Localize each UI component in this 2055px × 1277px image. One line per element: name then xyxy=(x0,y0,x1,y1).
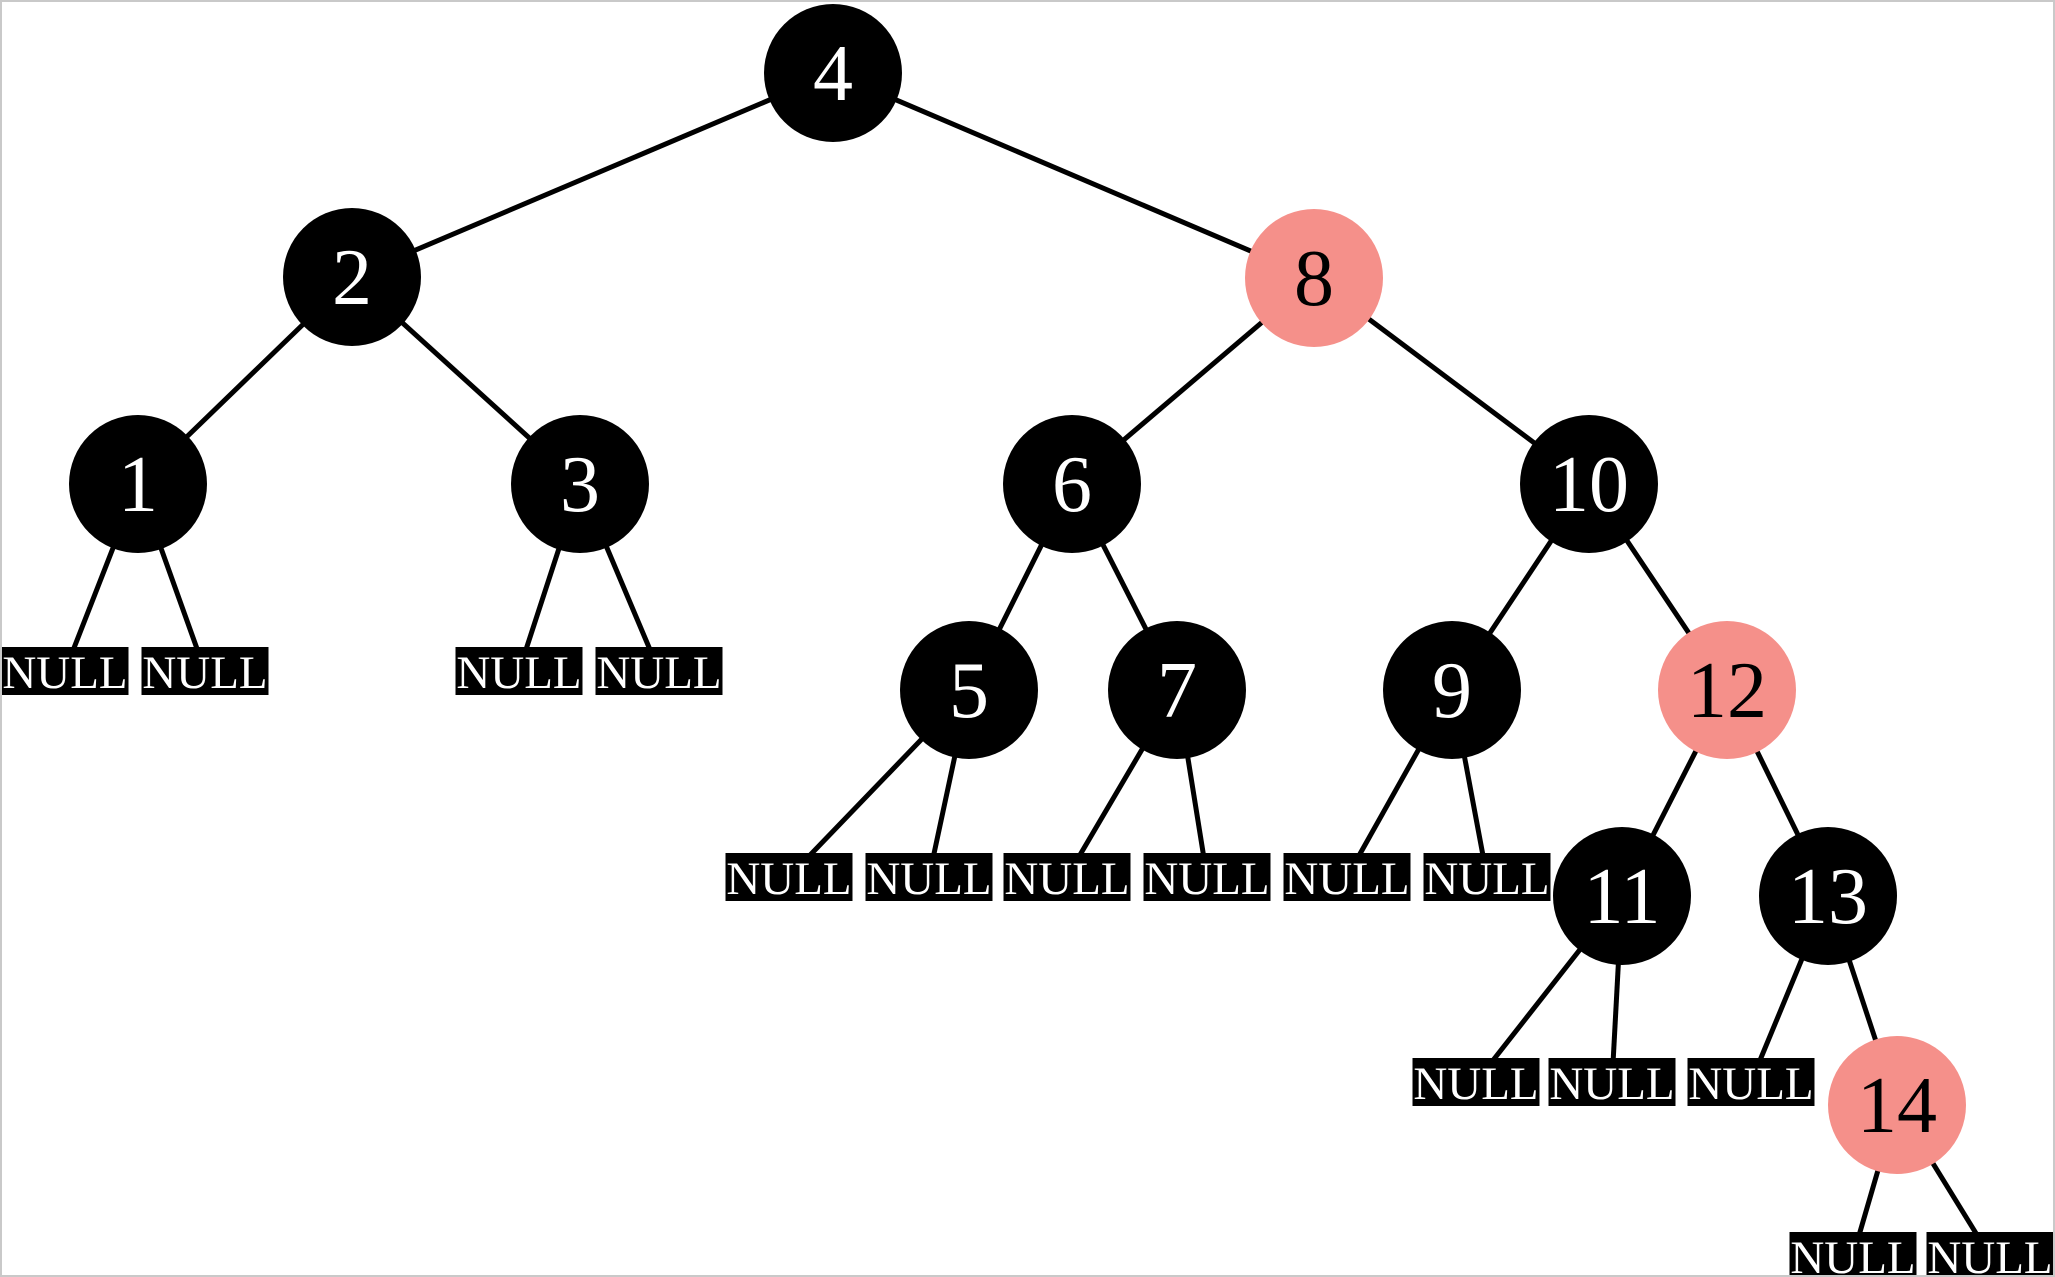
tree-node-14: 14 xyxy=(1828,1036,1966,1174)
red-node-circle xyxy=(1245,209,1383,347)
null-leaf-box xyxy=(1423,853,1551,901)
null-leaf-box xyxy=(865,853,993,901)
tree-edge-4-8 xyxy=(832,70,1315,281)
tree-node-12: 12 xyxy=(1658,621,1796,759)
null-leaf-box xyxy=(1548,1058,1676,1106)
tree-node-7: 7 xyxy=(1108,621,1246,759)
null-leaf-null-11-right: NULL xyxy=(1548,1058,1676,1110)
null-leaf-null-3-left: NULL xyxy=(455,647,583,699)
black-node-circle xyxy=(283,208,421,346)
black-node-circle xyxy=(1108,621,1246,759)
tree-node-label: 4 xyxy=(813,30,853,118)
black-node-circle xyxy=(69,415,207,553)
null-leaf-box xyxy=(1789,1232,1917,1277)
null-leaf-null-11-left: NULL xyxy=(1412,1058,1540,1110)
red-node-circle xyxy=(1658,621,1796,759)
black-node-circle xyxy=(764,4,902,142)
null-leaf-label: NULL xyxy=(1424,853,1549,905)
null-leaf-box xyxy=(1926,1232,2054,1277)
tree-node-13: 13 xyxy=(1759,827,1897,965)
null-leaf-null-1-left: NULL xyxy=(1,647,129,699)
null-leaf-label: NULL xyxy=(866,853,991,905)
null-leaf-null-14-left: NULL xyxy=(1789,1232,1917,1277)
tree-node-label: 14 xyxy=(1857,1062,1937,1150)
null-leaf-null-9-left: NULL xyxy=(1283,853,1411,905)
null-leaf-box xyxy=(1143,853,1271,901)
null-leaf-null-1-right: NULL xyxy=(141,647,269,699)
null-leaf-box xyxy=(141,647,269,695)
tree-node-6: 6 xyxy=(1003,415,1141,553)
null-leaf-box xyxy=(725,853,853,901)
tree-node-label: 7 xyxy=(1157,647,1197,735)
null-leaf-label: NULL xyxy=(1927,1232,2052,1277)
null-leaf-label: NULL xyxy=(1004,853,1129,905)
tree-node-3: 3 xyxy=(511,415,649,553)
tree-node-label: 12 xyxy=(1687,647,1767,735)
tree-node-label: 10 xyxy=(1549,441,1629,529)
tree-node-2: 2 xyxy=(283,208,421,346)
tree-node-4: 4 xyxy=(764,4,902,142)
null-leaf-label: NULL xyxy=(1284,853,1409,905)
black-node-circle xyxy=(900,621,1038,759)
null-leaf-null-13-left: NULL xyxy=(1687,1058,1815,1110)
black-node-circle xyxy=(1553,827,1691,965)
tree-node-5: 5 xyxy=(900,621,1038,759)
null-leaf-label: NULL xyxy=(456,647,581,699)
tree-edge-4-2 xyxy=(351,70,834,280)
null-leaf-label: NULL xyxy=(1413,1058,1538,1110)
black-node-circle xyxy=(1383,621,1521,759)
tree-node-label: 9 xyxy=(1432,647,1472,735)
null-leaf-null-5-left: NULL xyxy=(725,853,853,905)
null-leaf-label: NULL xyxy=(142,647,267,699)
tree-node-label: 11 xyxy=(1583,853,1660,941)
tree-node-label: 1 xyxy=(118,441,158,529)
null-leaf-box xyxy=(1283,853,1411,901)
black-node-circle xyxy=(1003,415,1141,553)
black-node-circle xyxy=(1520,415,1658,553)
null-leaf-box xyxy=(1,647,129,695)
black-node-circle xyxy=(511,415,649,553)
black-node-circle xyxy=(1759,827,1897,965)
null-leaf-box xyxy=(595,647,723,695)
null-leaf-label: NULL xyxy=(1144,853,1269,905)
tree-node-label: 5 xyxy=(949,647,989,735)
tree-node-label: 2 xyxy=(332,234,372,322)
tree-node-10: 10 xyxy=(1520,415,1658,553)
null-leaf-null-9-right: NULL xyxy=(1423,853,1551,905)
null-leaf-null-14-right: NULL xyxy=(1926,1232,2054,1277)
null-leaf-null-5-right: NULL xyxy=(865,853,993,905)
null-leaf-box xyxy=(1687,1058,1815,1106)
null-leaf-box xyxy=(1412,1058,1540,1106)
tree-node-label: 6 xyxy=(1052,441,1092,529)
null-leaf-null-7-left: NULL xyxy=(1003,853,1131,905)
null-leaf-label: NULL xyxy=(2,647,127,699)
tree-node-label: 8 xyxy=(1294,235,1334,323)
tree-node-9: 9 xyxy=(1383,621,1521,759)
null-leaf-label: NULL xyxy=(726,853,851,905)
null-leaf-box xyxy=(455,647,583,695)
red-node-circle xyxy=(1828,1036,1966,1174)
null-leaf-label: NULL xyxy=(596,647,721,699)
null-leaf-box xyxy=(1003,853,1131,901)
tree-node-label: 13 xyxy=(1788,853,1868,941)
tree-node-1: 1 xyxy=(69,415,207,553)
null-leaf-label: NULL xyxy=(1790,1232,1915,1277)
tree-node-11: 11 xyxy=(1553,827,1691,965)
tree-node-label: 3 xyxy=(560,441,600,529)
null-leaf-null-7-right: NULL xyxy=(1143,853,1271,905)
null-leaf-null-3-right: NULL xyxy=(595,647,723,699)
null-leaf-label: NULL xyxy=(1688,1058,1813,1110)
null-leaf-label: NULL xyxy=(1549,1058,1674,1110)
tree-node-8: 8 xyxy=(1245,209,1383,347)
